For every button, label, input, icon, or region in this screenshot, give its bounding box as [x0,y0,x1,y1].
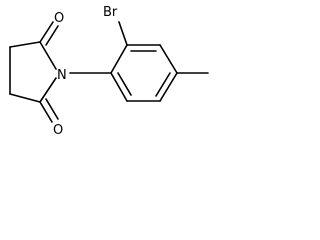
bond-c5-o-bottom [39,101,53,123]
bond-c4-c5 [9,93,41,103]
bond-n-c2 [39,41,57,70]
molecule-canvas: Br N O O [0,0,228,157]
structure-drawing: Br N O O [9,5,209,138]
oxygen-bottom-label: O [53,123,63,138]
bond-ring-6 [110,72,128,102]
nitrogen-label: N [57,68,67,83]
bond-ring-3 [159,44,178,74]
bond-c2-c3 [9,41,41,48]
bromine-label: Br [103,5,118,20]
bond-c-br [118,21,128,46]
oxygen-top-label: O [54,11,64,26]
bond-ring-4-inner [155,72,171,97]
bond-c5-n [39,77,57,103]
bond-c2-o-top [39,21,54,43]
bond-ring-4 [159,72,178,102]
bond-c2-o-top-double [45,25,59,46]
bond-ring-1 [110,44,128,74]
bond-c5-o-bottom-double [45,98,59,120]
bond-ring-6-inner [117,72,132,96]
